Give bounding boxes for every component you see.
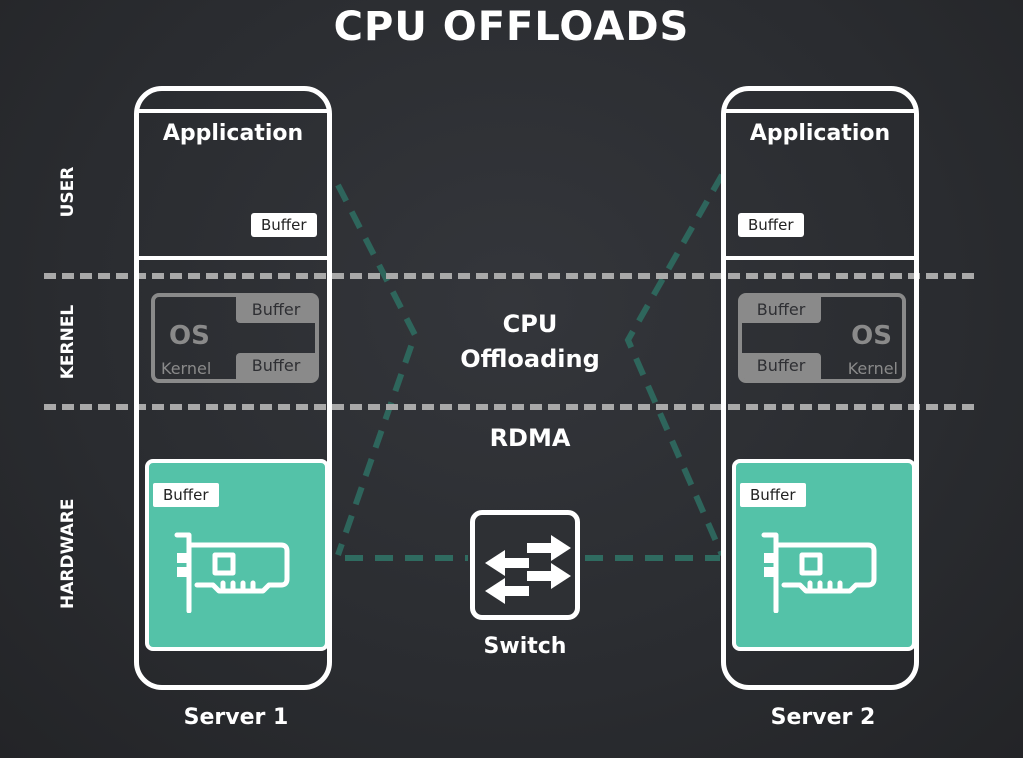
os-kernel-box: Buffer OS Kernel Buffer — [151, 293, 319, 383]
os-label: OS — [169, 321, 210, 351]
server-top-separator — [726, 109, 914, 113]
network-card-icon — [761, 532, 877, 613]
server-user-separator — [726, 256, 914, 260]
kernel-buffer-top: Buffer — [741, 297, 821, 323]
server-2: Application Buffer Buffer OS Kernel Buff… — [721, 86, 919, 690]
server-user-separator — [139, 256, 327, 260]
switch-label: Switch — [483, 634, 567, 659]
server-1-label: Server 1 — [183, 705, 289, 730]
divider-kernel-hardware — [44, 404, 974, 410]
server-2-label: Server 2 — [770, 705, 876, 730]
layer-label-kernel: KERNEL — [58, 304, 78, 380]
switch-box — [470, 510, 580, 620]
switch-arrows-icon — [485, 535, 571, 604]
connector-right — [624, 173, 725, 557]
application-label: Application — [749, 121, 891, 146]
rdma-label: RDMA — [489, 424, 571, 452]
page-title: CPU OFFLOADS — [333, 4, 690, 50]
divider-user-kernel — [44, 273, 974, 279]
server-1: Application Buffer Buffer OS Kernel Buff… — [134, 86, 332, 690]
connector-left — [335, 183, 419, 556]
cpu-offloading-label-line1: CPU — [502, 310, 558, 338]
os-label: OS — [851, 321, 892, 351]
app-buffer: Buffer — [738, 213, 804, 237]
application-label: Application — [162, 121, 304, 146]
network-card-icon — [174, 532, 290, 613]
kernel-buffer-top: Buffer — [236, 297, 316, 323]
nic-buffer: Buffer — [740, 483, 806, 507]
os-kernel-box: Buffer OS Kernel Buffer — [738, 293, 906, 383]
nic-card: Buffer — [145, 459, 329, 651]
nic-card: Buffer — [732, 459, 916, 651]
kernel-buffer-bottom: Buffer — [741, 353, 821, 379]
kernel-label: Kernel — [847, 359, 898, 378]
kernel-label: Kernel — [161, 359, 212, 378]
cpu-offloading-label-line2: Offloading — [460, 345, 600, 373]
layer-label-user: USER — [58, 166, 78, 218]
layer-label-hardware: HARDWARE — [58, 498, 78, 609]
app-buffer: Buffer — [251, 213, 317, 237]
nic-buffer: Buffer — [153, 483, 219, 507]
server-top-separator — [139, 109, 327, 113]
kernel-buffer-bottom: Buffer — [236, 353, 316, 379]
